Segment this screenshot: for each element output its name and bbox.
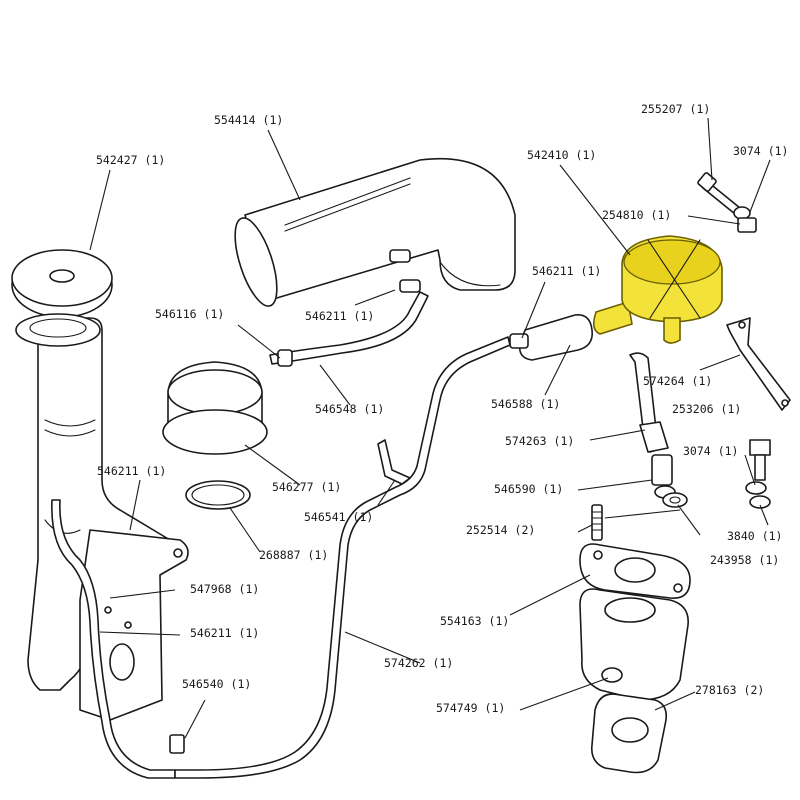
label-546116: 546116(1) [155,307,224,321]
connector-546588 [509,313,594,361]
intake-elbow [234,157,516,307]
nut-254810 [737,217,757,233]
label-546277: 546277(1) [272,480,341,494]
leader-lines [89,117,771,739]
label-546548: 546548(1) [315,402,384,416]
washer-3074-lower [745,481,767,495]
label-546211-c: 546211(1) [97,464,166,478]
nut-3840 [749,495,771,509]
clip-546541 [377,439,411,485]
label-243958: 243958(1) [710,553,779,567]
label-546211-a: 546211(1) [532,264,601,278]
label-255207: 255207(1) [641,102,710,116]
label-3074-top: 3074(1) [733,144,788,158]
clip-546540 [169,734,185,754]
label-574262: 574262(1) [384,656,453,670]
label-546541: 546541(1) [304,510,373,524]
label-574264: 574264(1) [643,374,712,388]
hose-546548 [269,291,429,367]
label-547968: 547968(1) [190,582,259,596]
label-253206: 253206(1) [672,402,741,416]
label-546588: 546588(1) [491,397,560,411]
label-554414: 554414(1) [214,113,283,127]
gasket-278163 [590,693,668,774]
label-546590: 546590(1) [494,482,563,496]
label-3840: 3840(1) [727,529,782,543]
hose-574263 [629,352,669,453]
gasket-554163 [579,543,691,599]
label-542427: 542427(1) [96,153,165,167]
valve-542410-highlighted [592,235,723,344]
label-3074-lower: 3074(1) [683,444,738,458]
o-ring [185,480,251,510]
filler-cap [11,249,113,347]
label-546540: 546540(1) [182,677,251,691]
connector-546590 [651,454,676,499]
adaptor-574749 [579,588,689,701]
label-268887: 268887(1) [259,548,328,562]
breather-filter [162,361,268,455]
hose-clip-top [389,249,421,293]
label-554163: 554163(1) [440,614,509,628]
label-574263: 574263(1) [505,434,574,448]
bolt-255207 [697,172,741,215]
bracket-574264 [726,317,791,411]
bolt-253206 [749,439,771,481]
label-278163: 278163(2) [695,683,764,697]
label-546211-d: 546211(1) [190,626,259,640]
label-252514: 252514(2) [466,523,535,537]
label-574749: 574749(1) [436,701,505,715]
label-542410: 542410(1) [527,148,596,162]
label-254810: 254810(1) [602,208,671,222]
washer-243958 [662,492,688,508]
label-546211-b: 546211(1) [305,309,374,323]
part-labels: 255207(1) 3074(1) 542410(1) 554414(1) 54… [96,102,788,715]
stud-252514 [591,504,603,541]
